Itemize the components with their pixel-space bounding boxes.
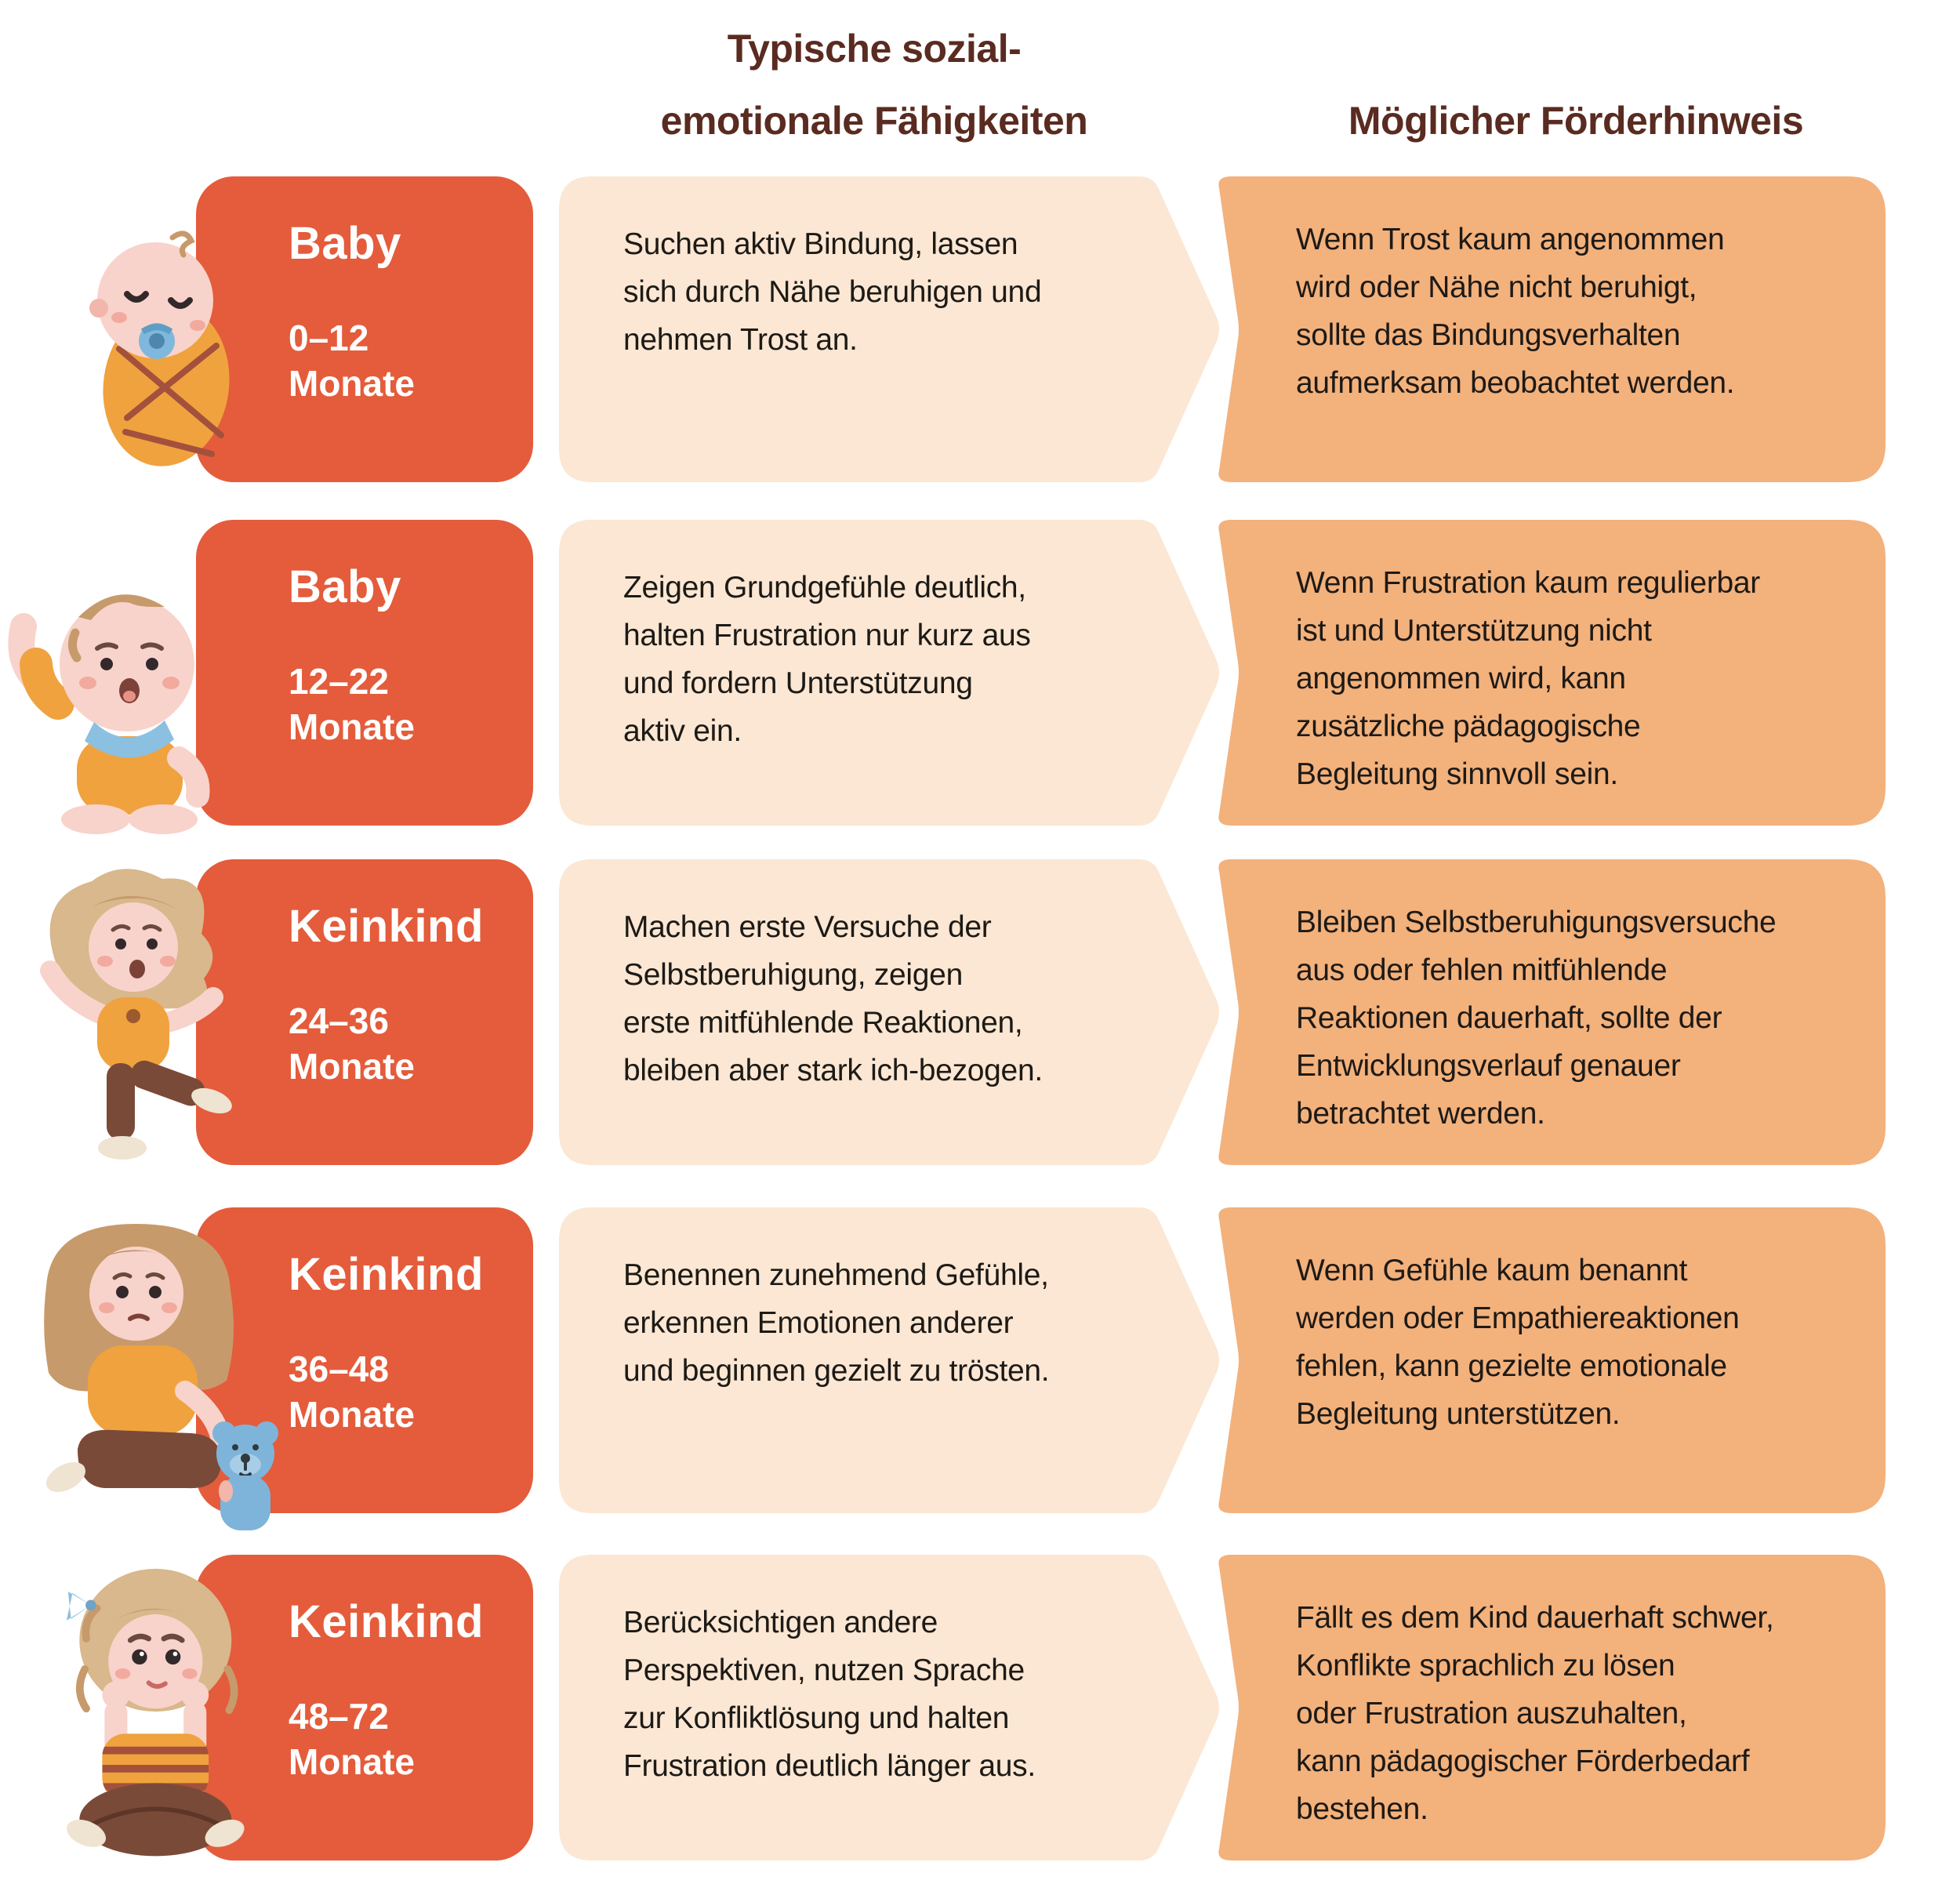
- abilities-arrow-shape: [559, 1555, 1219, 1861]
- abilities-arrow-shape: [559, 1207, 1219, 1513]
- age-card: Keinkind 48–72 Monate: [196, 1555, 533, 1861]
- hint-notch-shape: [1218, 520, 1886, 826]
- stage-label: Keinkind: [289, 1249, 484, 1300]
- age-unit: Monate: [289, 1741, 415, 1782]
- hint-notch-shape: [1218, 859, 1886, 1165]
- abilities-text: Machen erste Versuche der Selbstberuhigu…: [623, 910, 1043, 1087]
- abilities-text: Benennen zunehmend Gefühle, erkennen Emo…: [623, 1258, 1050, 1388]
- abilities-text: Suchen aktiv Bindung, lassen sich durch …: [623, 227, 1042, 357]
- hint-text: Bleiben Selbstberuhigungsversuche aus od…: [1296, 906, 1777, 1131]
- age-unit: Monate: [289, 706, 415, 747]
- hint-bubble: Bleiben Selbstberuhigungsversuche aus od…: [1211, 859, 1886, 1165]
- column-header-abilities: Typische sozial- emotionale Fähigkeiten: [660, 27, 1088, 143]
- age-unit: Monate: [289, 1046, 415, 1087]
- abilities-arrow-shape: [559, 520, 1219, 826]
- hint-text: Fällt es dem Kind dauerhaft schwer, Konf…: [1296, 1601, 1774, 1826]
- age-range: 0–12: [289, 318, 369, 358]
- abilities-bubble: Suchen aktiv Bindung, lassen sich durch …: [559, 176, 1221, 482]
- age-card: Baby 0–12 Monate: [196, 176, 533, 482]
- hint-notch-shape: [1218, 176, 1886, 482]
- hint-bubble: Wenn Gefühle kaum benannt werden oder Em…: [1211, 1207, 1886, 1513]
- abilities-arrow-shape: [559, 859, 1219, 1165]
- waving-baby-illustration: [8, 594, 210, 834]
- hint-notch-shape: [1218, 1555, 1886, 1861]
- column-header-hints: Möglicher Förderhinweis: [1348, 99, 1804, 143]
- stage-label: Keinkind: [289, 1596, 484, 1647]
- hint-text: Wenn Trost kaum angenommen wird oder Näh…: [1296, 223, 1735, 400]
- abilities-bubble: Benennen zunehmend Gefühle, erkennen Emo…: [559, 1207, 1221, 1513]
- row-keinkind-24-36: Keinkind 24–36 Monate Machen erste Versu…: [0, 859, 1960, 1165]
- stage-label: Keinkind: [289, 901, 484, 952]
- sitting-child-illustration: [66, 1568, 245, 1857]
- hint-notch-shape: [1218, 1207, 1886, 1513]
- age-unit: Monate: [289, 1394, 415, 1435]
- abilities-text: Zeigen Grundgefühle deutlich, halten Fru…: [623, 571, 1031, 748]
- balancing-toddler-illustration: [40, 869, 232, 1160]
- stage-label: Baby: [289, 218, 401, 269]
- hint-bubble: Wenn Trost kaum angenommen wird oder Näh…: [1211, 176, 1886, 482]
- abilities-bubble: Machen erste Versuche der Selbstberuhigu…: [559, 859, 1221, 1165]
- abilities-arrow-shape: [559, 176, 1219, 482]
- row-keinkind-48-72: Keinkind 48–72 Monate Berücksichtigen an…: [0, 1555, 1960, 1861]
- swaddled-baby-illustration: [89, 231, 230, 466]
- age-range: 48–72: [289, 1696, 389, 1737]
- abilities-bubble: Berücksichtigen andere Perspektiven, nut…: [559, 1555, 1221, 1861]
- age-range: 12–22: [289, 661, 389, 702]
- hint-text: Wenn Gefühle kaum benannt werden oder Em…: [1296, 1254, 1740, 1431]
- age-card: Keinkind 24–36 Monate: [196, 859, 533, 1165]
- row-keinkind-36-48: Keinkind 36–48 Monate Benennen zunehmend…: [0, 1207, 1960, 1530]
- row-baby-12-22: Baby 12–22 Monate Zeigen Grundgefühle de…: [0, 520, 1960, 834]
- age-range: 24–36: [289, 1000, 389, 1041]
- age-unit: Monate: [289, 363, 415, 404]
- child-with-teddy-illustration: [44, 1224, 278, 1530]
- age-range: 36–48: [289, 1349, 389, 1389]
- hint-bubble: Fällt es dem Kind dauerhaft schwer, Konf…: [1211, 1555, 1886, 1861]
- stage-label: Baby: [289, 561, 401, 612]
- hint-text: Wenn Frustration kaum regulierbar ist un…: [1296, 566, 1760, 791]
- abilities-bubble: Zeigen Grundgefühle deutlich, halten Fru…: [559, 520, 1221, 826]
- hint-bubble: Wenn Frustration kaum regulierbar ist un…: [1211, 520, 1886, 826]
- row-baby-0-12: Baby 0–12 Monate Suchen aktiv Bindung, l…: [0, 176, 1960, 482]
- age-card: Baby 12–22 Monate: [196, 520, 533, 826]
- abilities-text: Berücksichtigen andere Perspektiven, nut…: [623, 1606, 1036, 1783]
